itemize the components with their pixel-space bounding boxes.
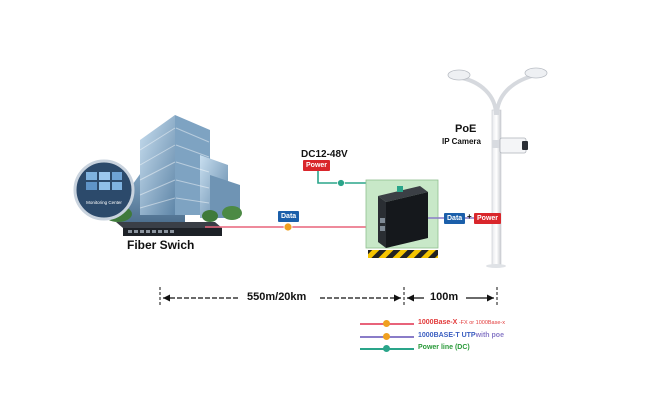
ip-camera-label: IP Camera — [442, 137, 481, 146]
fiber-switch-label: Fiber Swich — [127, 238, 195, 252]
legend-label-fiber-main: 1000Base-X — [418, 319, 458, 326]
legend-label-copper: 1000BASE-T UTPwith poe — [418, 332, 504, 339]
building-cluster-illustration — [104, 115, 242, 223]
fiber-distance-label: 550m/20km — [247, 291, 307, 303]
copper-distance-label: 100m — [430, 291, 459, 303]
power-tag-dc: Power — [303, 160, 331, 171]
fiber-switch-icon — [116, 222, 222, 236]
legend-label-copper-sub: with poe — [475, 332, 504, 339]
monitoring-center-icon — [73, 159, 135, 221]
distance-markers — [159, 287, 498, 307]
plus-sign: + — [467, 212, 472, 221]
power-line-dot — [337, 179, 345, 187]
legend-dot-power — [383, 345, 390, 352]
power-tag-poe: Power — [474, 213, 502, 224]
legend-label-fiber: 1000Base-X -FX or 1000Base-x — [418, 319, 505, 326]
legend-label-fiber-sub: -FX or 1000Base-x — [457, 320, 505, 326]
ip-camera-icon — [492, 137, 528, 154]
data-tag-poe: Data — [444, 213, 466, 224]
poe-media-converter-icon — [365, 179, 439, 258]
legend-dot-copper — [383, 333, 390, 340]
legend-label-power-main: Power line (DC) — [418, 344, 470, 351]
street-light-pole-icon — [447, 67, 548, 268]
legend-label-power: Power line (DC) — [418, 344, 470, 351]
fiber-line-dot — [283, 222, 293, 232]
legend-dot-fiber — [383, 320, 390, 327]
poe-label: PoE — [455, 123, 477, 135]
data-tag-fiber: Data — [278, 211, 300, 222]
legend-label-copper-main: 1000BASE-T UTP — [418, 332, 476, 339]
dc-voltage-label: DC12-48V — [301, 149, 348, 160]
monitoring-center-label: Monitoring Center — [86, 200, 122, 205]
